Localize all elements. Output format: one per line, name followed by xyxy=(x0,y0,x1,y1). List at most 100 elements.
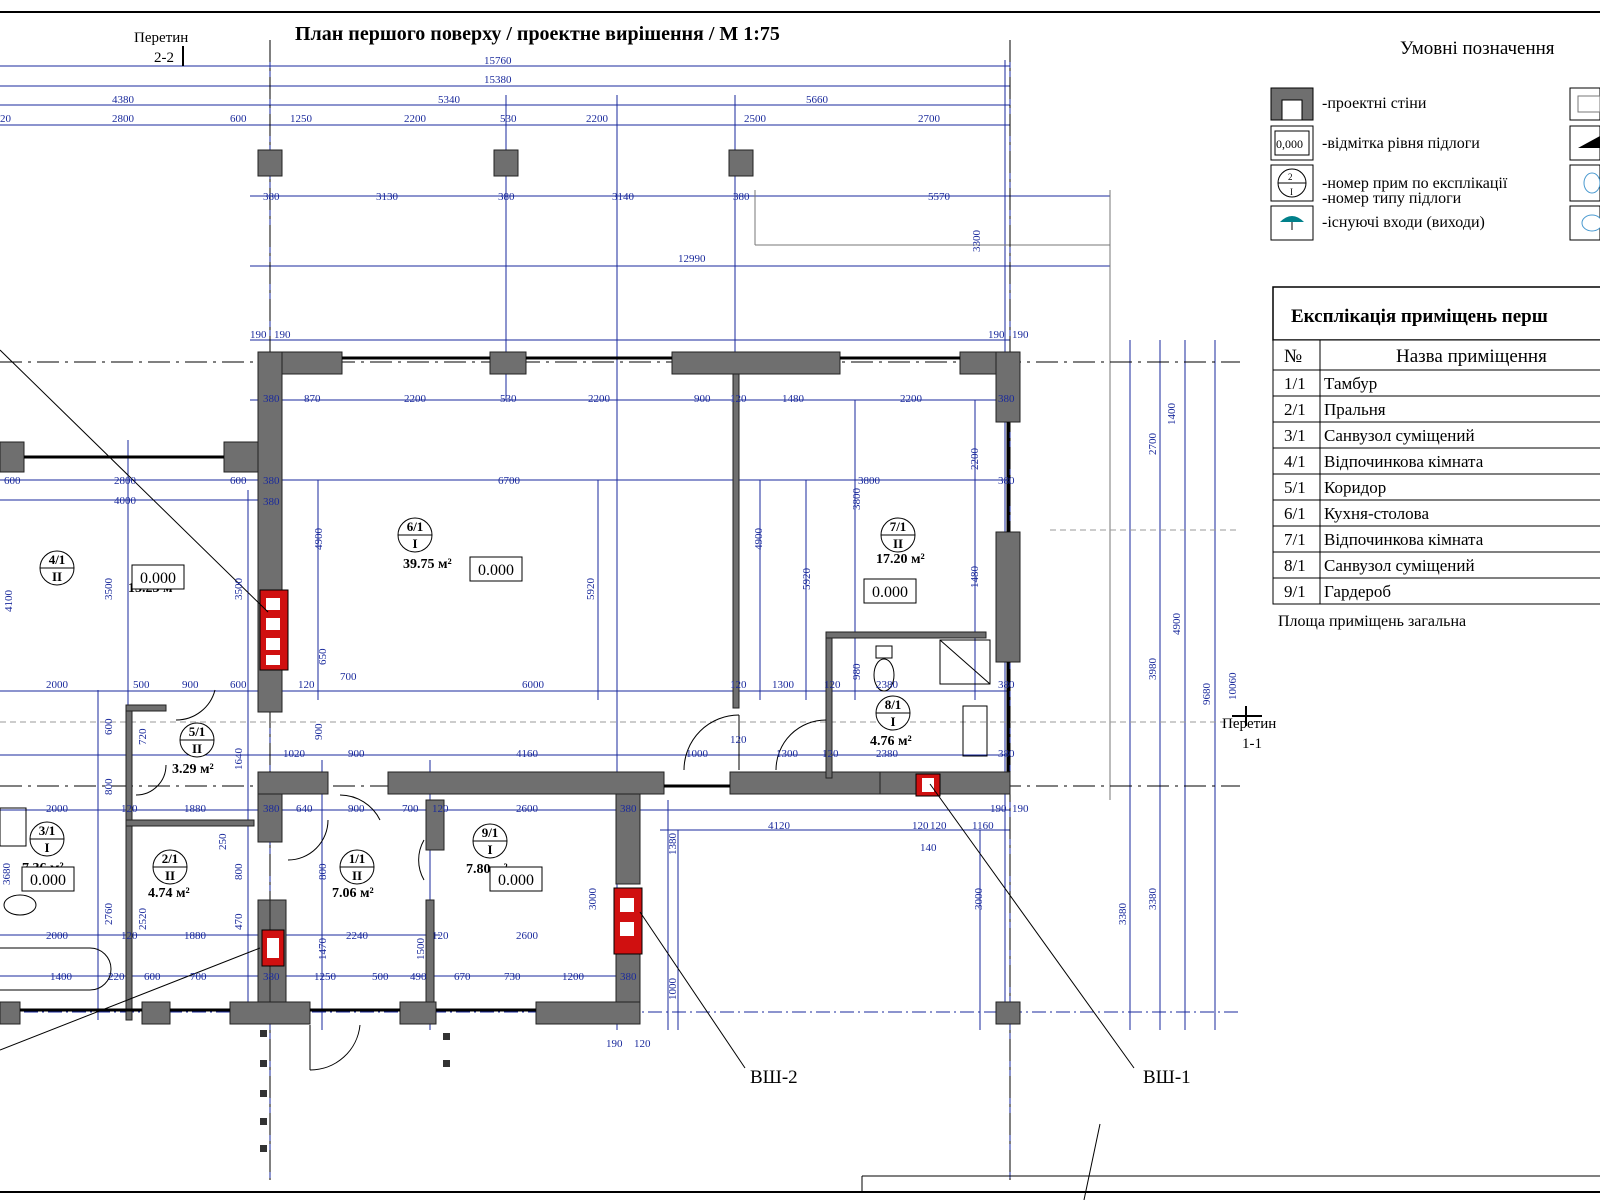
svg-text:190: 190 xyxy=(988,329,1005,341)
svg-text:2800: 2800 xyxy=(112,113,135,125)
room-area: 4.76 м² xyxy=(870,734,912,749)
svg-text:3000: 3000 xyxy=(587,888,599,911)
floor-type: II xyxy=(192,741,202,756)
svg-text:4380: 4380 xyxy=(112,94,135,106)
floor-level-value: 0.000 xyxy=(478,562,514,579)
floor-level-value: 0.000 xyxy=(872,584,908,601)
svg-text:800: 800 xyxy=(233,863,245,880)
table-cell-name: Відпочинкова кімната xyxy=(1324,452,1484,471)
svg-text:3500: 3500 xyxy=(103,578,115,601)
svg-text:1880: 1880 xyxy=(184,930,207,942)
svg-text:250: 250 xyxy=(217,833,229,850)
svg-text:5920: 5920 xyxy=(801,568,813,591)
vent-shafts xyxy=(259,589,941,967)
svg-text:1480: 1480 xyxy=(782,393,805,405)
room-tag: 3/1I7.36 м²0.000 xyxy=(21,821,75,892)
floor-type: II xyxy=(165,868,175,883)
svg-text:120: 120 xyxy=(432,803,449,815)
svg-text:470: 470 xyxy=(233,913,245,930)
wall-swatch-icon xyxy=(1270,87,1314,121)
svg-text:700: 700 xyxy=(402,803,419,815)
svg-text:3500: 3500 xyxy=(233,578,245,601)
svg-text:3380: 3380 xyxy=(1117,903,1129,926)
svg-text:380: 380 xyxy=(263,496,280,508)
floor-level-box xyxy=(131,564,185,590)
svg-text:2700: 2700 xyxy=(918,113,941,125)
section-mark-2-2-ref: 2-2 xyxy=(154,50,174,66)
table-cell-number: 2/1 xyxy=(1284,400,1306,419)
table-cell-number: 6/1 xyxy=(1284,504,1306,523)
svg-text:2000: 2000 xyxy=(46,679,69,691)
shaft-label-vsh1: ВШ-1 xyxy=(1143,1067,1191,1088)
svg-text:3380: 3380 xyxy=(1147,888,1159,911)
floor-level-box xyxy=(469,556,523,582)
room-area: 3.29 м² xyxy=(172,762,214,777)
svg-text:900: 900 xyxy=(348,803,365,815)
svg-text:670: 670 xyxy=(454,971,471,983)
svg-text:120: 120 xyxy=(930,820,947,832)
floor-level-value: 0.000 xyxy=(498,872,534,889)
svg-text:2380: 2380 xyxy=(876,748,899,760)
room-tag: 8/1I4.76 м² xyxy=(870,695,912,749)
svg-text:2200: 2200 xyxy=(588,393,611,405)
floor-type: I xyxy=(412,536,417,551)
plumbing-fixtures xyxy=(0,639,991,991)
svg-text:12990: 12990 xyxy=(678,253,706,265)
svg-text:2200: 2200 xyxy=(404,393,427,405)
svg-text:2: 2 xyxy=(1288,172,1293,182)
svg-text:4900: 4900 xyxy=(1171,613,1183,636)
svg-text:120: 120 xyxy=(824,679,841,691)
svg-text:3000: 3000 xyxy=(973,888,985,911)
svg-text:500: 500 xyxy=(372,971,389,983)
svg-text:120: 120 xyxy=(432,930,449,942)
svg-text:800: 800 xyxy=(317,863,329,880)
svg-text:500: 500 xyxy=(133,679,150,691)
section-mark-1-1-ref: 1-1 xyxy=(1242,736,1262,752)
svg-text:530: 530 xyxy=(500,393,517,405)
door-swings xyxy=(135,689,827,1071)
svg-text:5570: 5570 xyxy=(928,191,951,203)
svg-text:380: 380 xyxy=(498,191,515,203)
svg-text:1480: 1480 xyxy=(969,566,981,589)
table-cell-name: Пральня xyxy=(1324,400,1386,419)
legend-item-room-number: -номер прим по експлікації xyxy=(1322,175,1508,192)
room-number: 9/1 xyxy=(482,825,499,840)
svg-text:2200: 2200 xyxy=(404,113,427,125)
svg-text:5340: 5340 xyxy=(438,94,461,106)
svg-text:640: 640 xyxy=(296,803,313,815)
svg-text:2240: 2240 xyxy=(346,930,369,942)
room-tag: 4/1II15.23 м²0.000 xyxy=(39,550,185,596)
room-number-icon: 2 I xyxy=(1270,164,1314,202)
svg-text:2520: 2520 xyxy=(137,908,149,931)
svg-text:190: 190 xyxy=(250,329,267,341)
svg-text:600: 600 xyxy=(103,718,115,735)
floor-level-box xyxy=(21,866,75,892)
shaft-label-vsh2: ВШ-2 xyxy=(750,1067,798,1088)
svg-text:730: 730 xyxy=(504,971,521,983)
svg-text:600: 600 xyxy=(230,113,247,125)
plan-title: План першого поверху / проектне вирішенн… xyxy=(295,23,780,45)
svg-text:2800: 2800 xyxy=(114,475,137,487)
svg-text:5660: 5660 xyxy=(806,94,829,106)
floor-level-value: 0.000 xyxy=(30,872,66,889)
svg-text:120: 120 xyxy=(121,930,138,942)
svg-text:120: 120 xyxy=(822,748,839,760)
svg-text:900: 900 xyxy=(694,393,711,405)
svg-text:380: 380 xyxy=(998,679,1015,691)
table-cell-number: 4/1 xyxy=(1284,452,1306,471)
floor-type: I xyxy=(44,840,49,855)
room-number: 6/1 xyxy=(407,519,424,534)
legend-item-floor-level: -відмітка рівня підлоги xyxy=(1322,135,1480,152)
table-cell-name: Коридор xyxy=(1324,478,1386,497)
floor-level-box xyxy=(863,578,917,604)
floor-level-value: 0.000 xyxy=(140,570,176,587)
svg-text:720: 720 xyxy=(137,728,149,745)
table-cell-number: 7/1 xyxy=(1284,530,1306,549)
svg-text:3300: 3300 xyxy=(971,230,983,253)
svg-text:3980: 3980 xyxy=(1147,658,1159,681)
room-number: 8/1 xyxy=(885,697,902,712)
